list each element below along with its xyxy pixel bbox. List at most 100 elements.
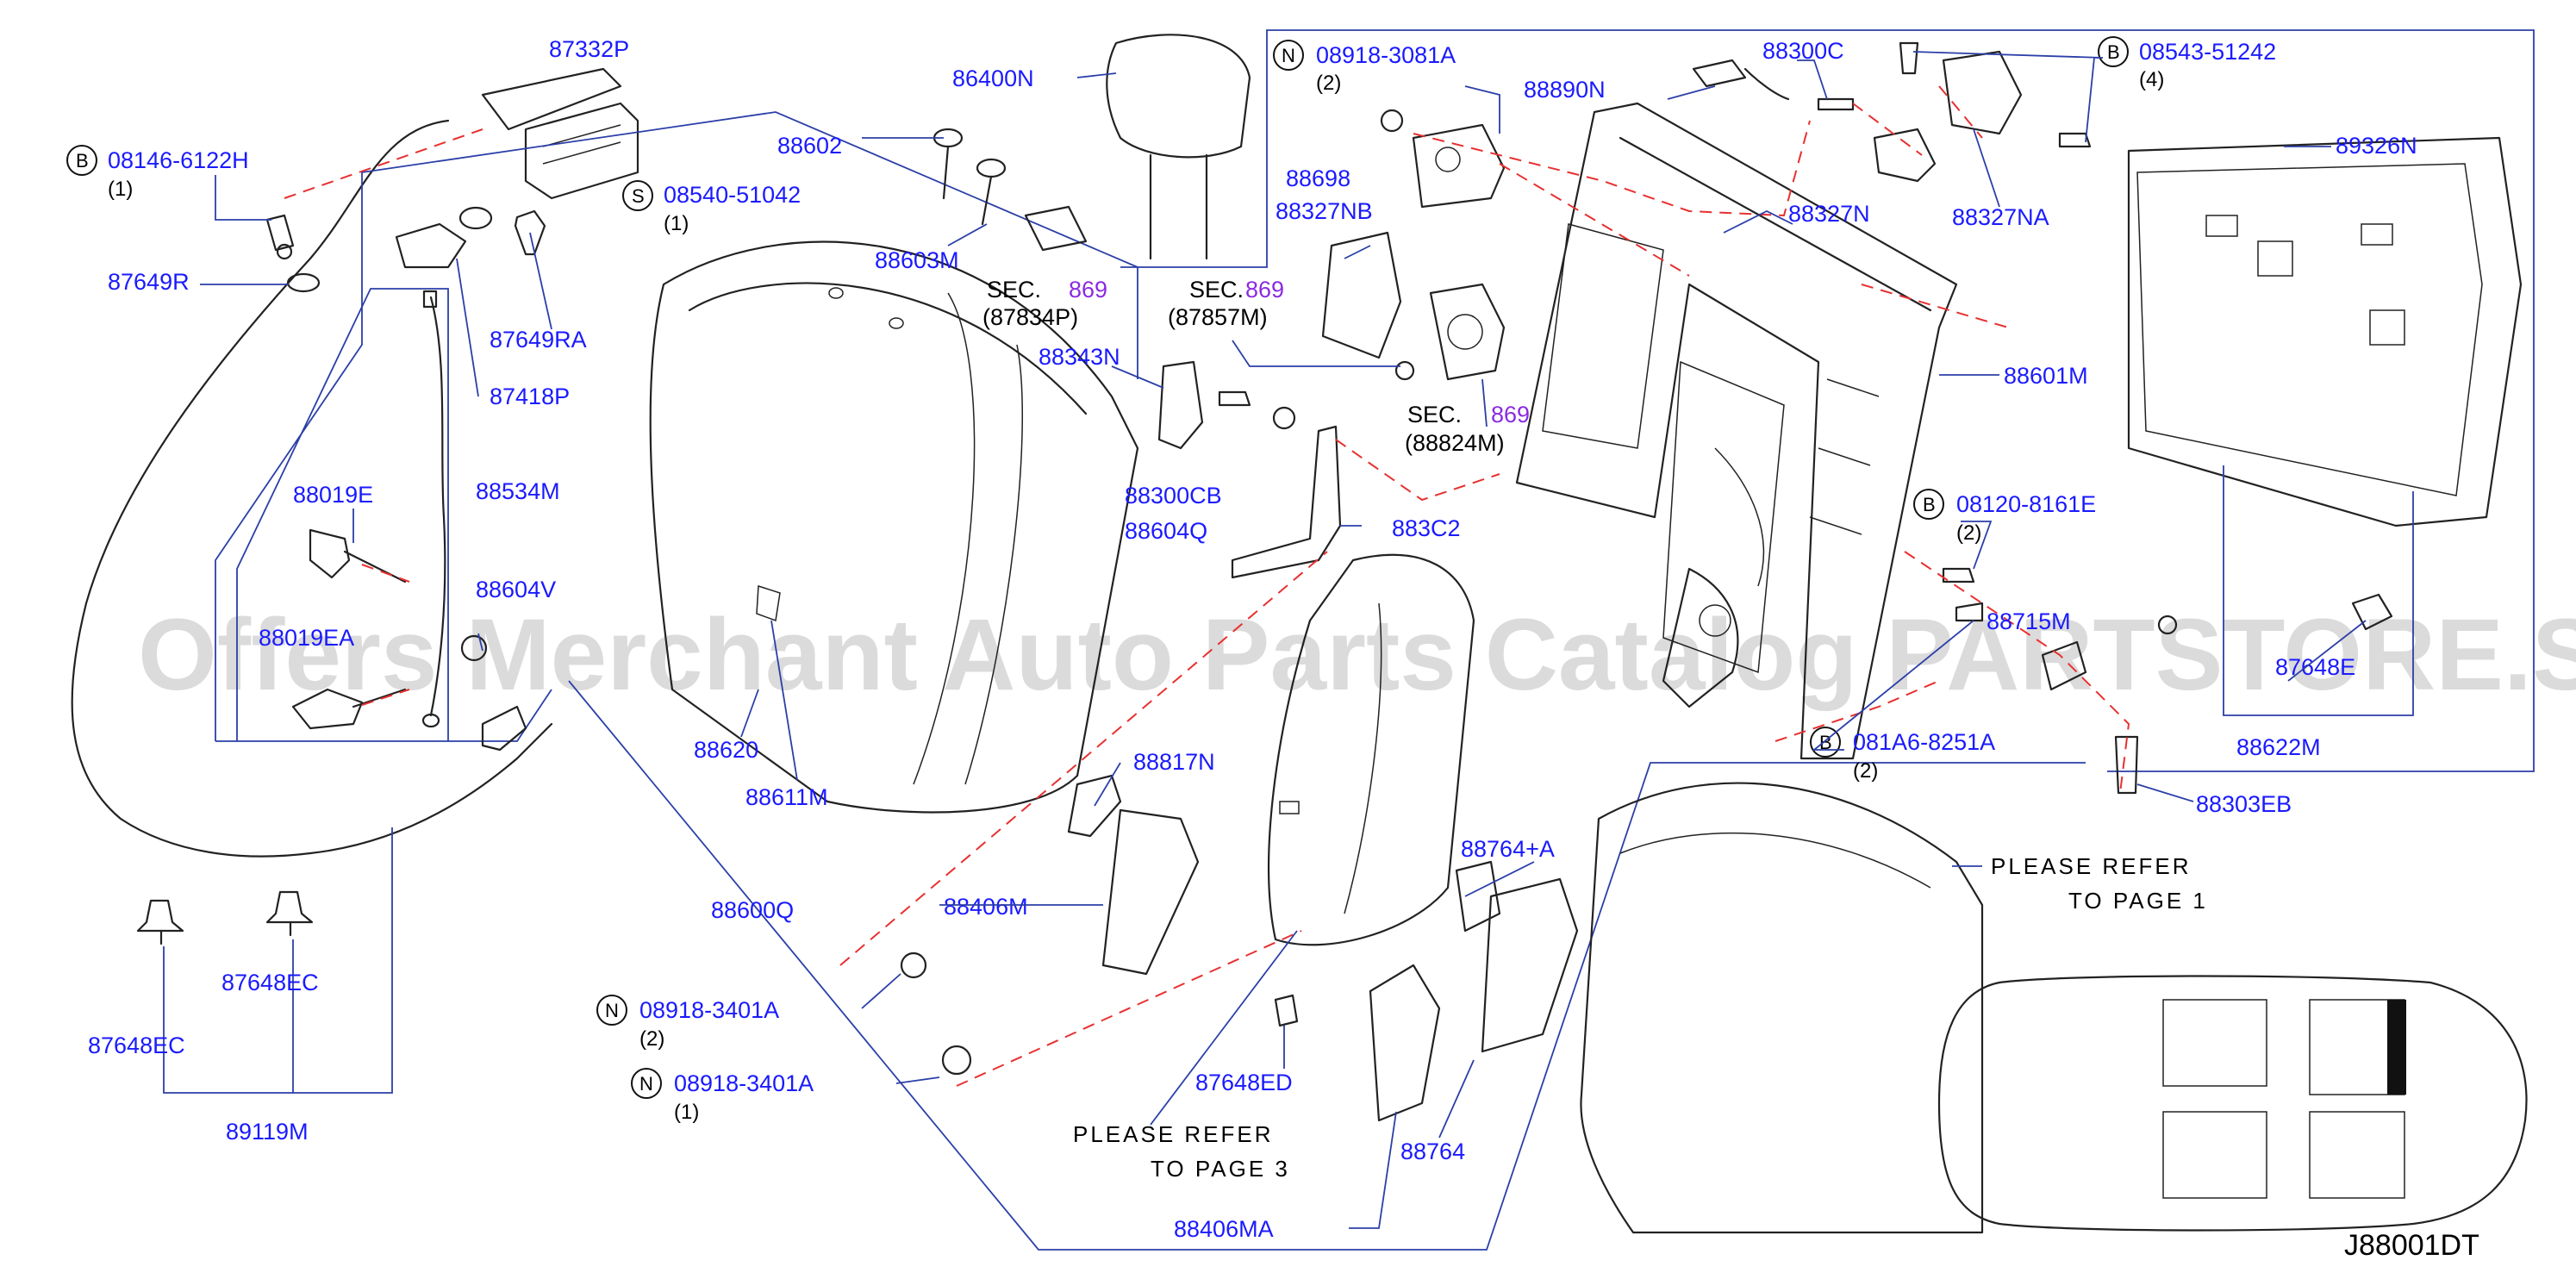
- refer-page-1-line1: PLEASE REFER: [1991, 853, 2192, 879]
- part-label: 88715M: [1987, 608, 2071, 634]
- fastener-label-2: S 08540-51042 (1): [622, 180, 801, 235]
- part-label: 88620: [694, 737, 758, 763]
- part-label: 88019EA: [259, 625, 354, 651]
- part-label: 88611M: [745, 784, 828, 810]
- sec-ref-3: (88824M): [1405, 430, 1505, 456]
- seat-back-frame-88601m: [1515, 102, 1958, 760]
- seat-back-cushion: [649, 240, 1139, 814]
- rear-seat-outline: [1580, 782, 1984, 1234]
- bolt-88303eb: [2114, 735, 2139, 795]
- seat-cushion: [1268, 553, 1475, 946]
- sec-ref-1: (87834P): [982, 304, 1078, 330]
- highlighted-seat: [2387, 1000, 2406, 1095]
- part-label: 88764: [1400, 1139, 1465, 1164]
- bracket-88890n: [1692, 59, 1790, 101]
- part-label: 88300C: [1762, 38, 1844, 64]
- clip-88019ea: [291, 688, 407, 730]
- fastener-label-5: B 08120-8161E (2): [1913, 489, 2096, 545]
- sec-number-1: 869: [1069, 277, 1107, 303]
- fastener-label-7: N 08918-3401A (2): [596, 995, 779, 1051]
- part-label: 88327NB: [1276, 198, 1373, 224]
- fastener-label-3: N 08918-3081A (2): [1273, 40, 1456, 95]
- nut-08918-3401a-b: [941, 1045, 972, 1076]
- part-label: 88622M: [2236, 734, 2321, 760]
- sec-number-3: 869: [1491, 402, 1530, 427]
- bolt-08543-side: [2058, 132, 2092, 148]
- bolt-08120-head: [2157, 615, 2178, 635]
- headrest-86400n: [1106, 34, 1251, 260]
- svg-text:(1): (1): [674, 1101, 699, 1124]
- part-label: 88604Q: [1125, 518, 1207, 544]
- cover-88764a: [1455, 860, 1501, 933]
- fastener-label-4: B 08543-51242 (4): [2098, 36, 2276, 91]
- watermark: Offers Merchant Auto Parts Catalog PARTS…: [138, 598, 2576, 712]
- part-label: 88406MA: [1174, 1216, 1274, 1242]
- bracket-88343n: [1157, 360, 1204, 450]
- svg-text:08120-8161E: 08120-8161E: [1956, 491, 2096, 517]
- bolt-081a6: [1955, 602, 1984, 622]
- leader-lines: [200, 51, 2367, 1229]
- headrest-bracket-lead: [1120, 29, 2535, 772]
- back-panel-89326n: [2127, 136, 2523, 527]
- lower-frame-lead: [568, 680, 2086, 1251]
- side-cover-88406ma: [1369, 964, 1441, 1122]
- part-label: 88534M: [476, 478, 560, 504]
- svg-text:N: N: [1282, 45, 1295, 66]
- fastener-label-6: B 081A6-8251A (2): [1810, 727, 1995, 783]
- grommet-87649r: [286, 272, 321, 293]
- svg-text:(1): (1): [108, 178, 133, 201]
- bracket-sec-87834p: [1024, 205, 1088, 252]
- headrest-guide-88603m: [976, 158, 1007, 226]
- refer-page-3-line2: TO PAGE 3: [1151, 1156, 1290, 1182]
- svg-text:08543-51242: 08543-51242: [2139, 39, 2276, 65]
- sec-prefix-3: SEC.: [1407, 402, 1462, 427]
- part-label: 87648EC: [221, 970, 319, 995]
- part-label: 88600Q: [711, 897, 794, 923]
- svg-text:08918-3081A: 08918-3081A: [1316, 42, 1456, 68]
- sec-number-2: 869: [1245, 277, 1284, 303]
- bracket-88327na: [1942, 50, 2023, 135]
- part-label: 87649RA: [490, 327, 587, 353]
- headrest-guide-88602: [932, 128, 964, 200]
- part-label: 88764+A: [1461, 836, 1555, 862]
- part-label: 88303EB: [2196, 791, 2292, 817]
- svg-text:(1): (1): [664, 212, 689, 235]
- part-label: 88300CB: [1125, 483, 1222, 508]
- bolt-88300c: [1817, 97, 1855, 111]
- hinge-bracket: [481, 705, 527, 752]
- bracket-87418p: [395, 222, 467, 269]
- bolt-08543-top: [1899, 41, 1919, 75]
- cover-88327nb: [1321, 231, 1402, 359]
- fastener-label-8: N 08918-3401A (1): [631, 1068, 814, 1124]
- part-label: 88406M: [944, 894, 1028, 920]
- part-label: 87648E: [2275, 654, 2355, 680]
- refer-page-3-line1: PLEASE REFER: [1073, 1121, 1274, 1147]
- clip-87648e: [2351, 593, 2393, 631]
- part-label: 883C2: [1392, 515, 1461, 541]
- recliner-88698: [1412, 123, 1506, 209]
- part-label: 89119M: [226, 1119, 309, 1145]
- hook-88715m: [2041, 640, 2087, 691]
- part-label: 88698: [1286, 165, 1350, 191]
- svg-text:(2): (2): [1956, 521, 1981, 545]
- part-label: 87648EC: [88, 1033, 185, 1058]
- bracket-883c2: [1231, 425, 1342, 579]
- nut-sec-87857m: [1394, 360, 1415, 381]
- trim-88817n: [1067, 774, 1122, 838]
- part-label: 88817N: [1133, 749, 1215, 775]
- sec-ref-2: (87857M): [1168, 304, 1268, 330]
- clip-88604v: [460, 634, 488, 662]
- seat-back-trim-cover: [71, 67, 639, 858]
- diagram-code: J88001DT: [2344, 1229, 2479, 1262]
- sec-prefix-2: SEC.: [1189, 277, 1244, 303]
- svg-text:B: B: [1923, 494, 1936, 515]
- nut-08918-3401a-a: [900, 951, 927, 979]
- part-label: 88603M: [875, 247, 959, 273]
- bolt-88300cb: [1218, 390, 1251, 407]
- part-label: 88343N: [1039, 344, 1120, 370]
- part-label: 87648ED: [1195, 1070, 1293, 1095]
- svg-text:(2): (2): [1853, 759, 1878, 783]
- bolt-08146-6122h: [265, 214, 295, 260]
- svg-text:S: S: [632, 185, 645, 207]
- side-cover-88406m: [1101, 808, 1200, 976]
